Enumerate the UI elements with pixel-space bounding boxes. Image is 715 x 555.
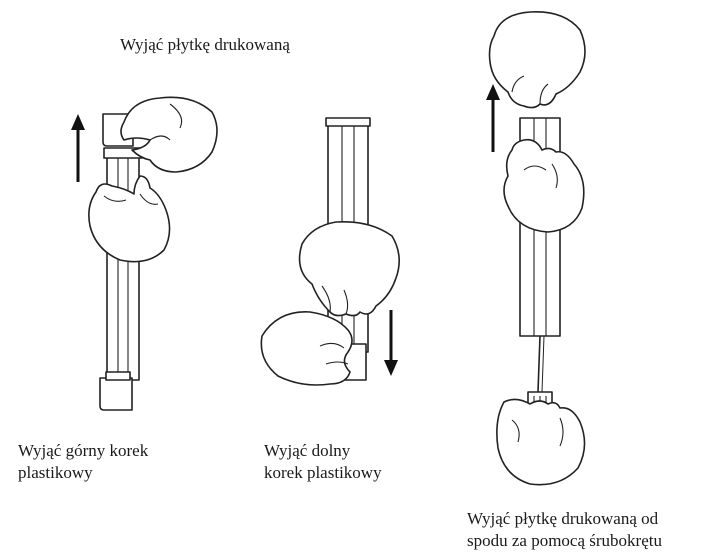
step-2-lower-hand bbox=[261, 312, 352, 385]
step-3-bottom-hand bbox=[497, 399, 585, 484]
step-3-illustration bbox=[486, 12, 585, 485]
step-1-tube bbox=[107, 150, 139, 380]
step-1-illustration bbox=[71, 97, 217, 410]
step-2-upper-hand bbox=[300, 222, 400, 316]
step-3-arrow-head bbox=[486, 84, 500, 100]
step-1-arrow-head bbox=[71, 114, 85, 130]
step-3-middle-hand bbox=[504, 140, 584, 232]
step-2-arrow-head bbox=[384, 360, 398, 376]
step-3-top-hand bbox=[490, 12, 586, 108]
step-1-bottom-cap bbox=[100, 378, 132, 410]
step-2-illustration bbox=[261, 118, 399, 385]
step-3-screwdriver-shaft bbox=[538, 336, 540, 392]
